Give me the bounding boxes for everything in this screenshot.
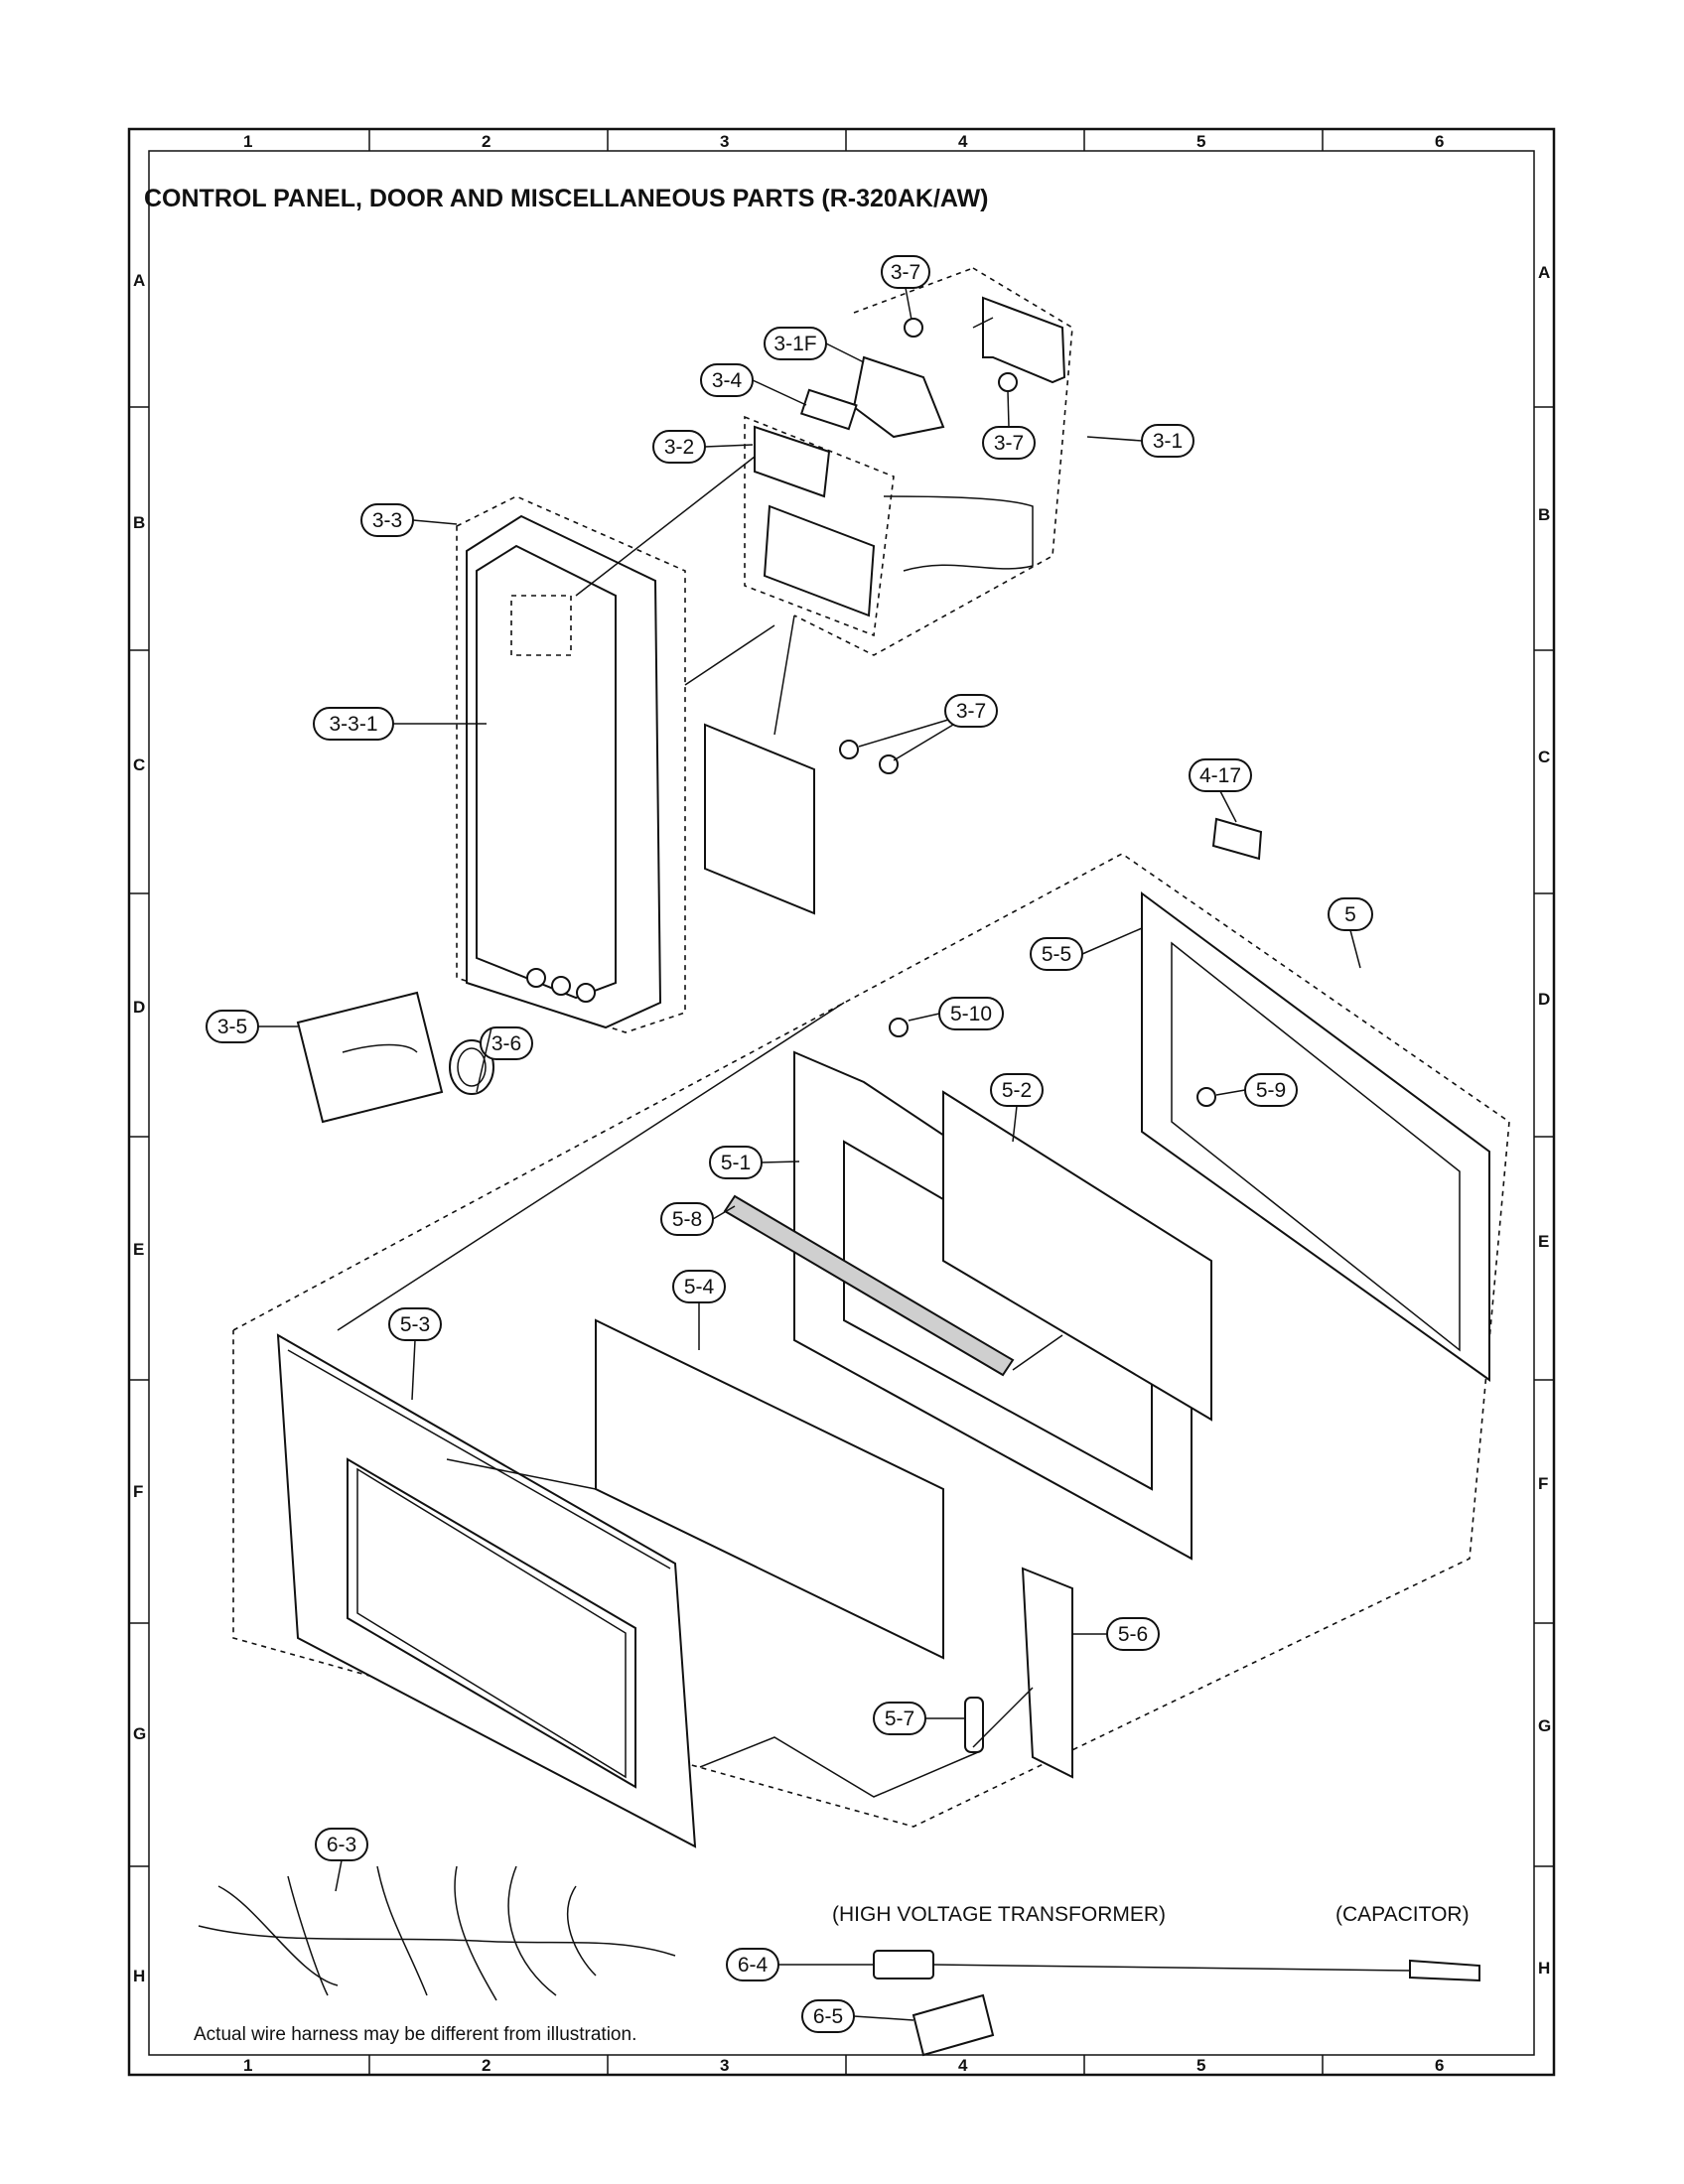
callout-5-9: 5-9	[1215, 1073, 1298, 1107]
callout-5-1: 5-1	[709, 1146, 800, 1179]
svg-text:5-8: 5-8	[672, 1208, 702, 1231]
grid-row-left: F	[133, 1482, 143, 1501]
callout-3-7-b: 3-7	[982, 390, 1036, 460]
callout-3-7-a: 3-7	[881, 255, 930, 321]
svg-text:3-4: 3-4	[712, 369, 743, 392]
svg-text:5-3: 5-3	[400, 1313, 430, 1336]
callout-6-5: 6-5	[801, 1999, 914, 2033]
callout-6-3: 6-3	[315, 1828, 368, 1892]
callout-3-2: 3-2	[652, 430, 754, 464]
callout-3-1: 3-1	[1086, 424, 1194, 458]
callout-3-7-c: 3-7	[858, 694, 998, 761]
drawing-frame: 1 2 3 4 5 6 1 2 3 4 5 6 A B C D E F G H …	[127, 127, 1556, 2077]
callout-3-6: 3-6	[476, 1026, 533, 1093]
grid-col-top: 3	[720, 132, 729, 151]
grid-row-right: F	[1538, 1474, 1548, 1493]
callout-6-4: 6-4	[726, 1948, 859, 1981]
callout-3-1f: 3-1F	[764, 327, 865, 363]
grid-row-left: C	[133, 755, 145, 774]
door-assembly	[232, 817, 1510, 1848]
callout-5: 5	[1328, 897, 1373, 969]
svg-text:3-6: 3-6	[491, 1032, 521, 1055]
grid-row-left: E	[133, 1240, 144, 1259]
svg-text:3-5: 3-5	[217, 1016, 247, 1038]
svg-text:5-7: 5-7	[885, 1707, 914, 1730]
grid-row-right: E	[1538, 1232, 1549, 1251]
callout-3-5: 3-5	[206, 1010, 298, 1043]
grid-col-bottom: 6	[1435, 2056, 1444, 2075]
grid-row-left: H	[133, 1967, 145, 1985]
callout-5-7: 5-7	[873, 1702, 965, 1735]
svg-text:3-7: 3-7	[956, 700, 986, 723]
grid-col-bottom: 2	[482, 2056, 491, 2075]
grid-col-top: 6	[1435, 132, 1444, 151]
svg-text:3-1: 3-1	[1153, 430, 1183, 453]
svg-text:5-6: 5-6	[1118, 1623, 1148, 1646]
callout-3-3: 3-3	[360, 503, 458, 537]
svg-text:5-2: 5-2	[1002, 1079, 1032, 1102]
control-panel-assembly	[296, 267, 1073, 1124]
svg-text:3-7: 3-7	[891, 261, 920, 284]
svg-text:3-3-1: 3-3-1	[329, 713, 377, 736]
grid-row-right: H	[1538, 1959, 1550, 1978]
grid-row-right: C	[1538, 748, 1550, 766]
grid-row-right: B	[1538, 505, 1550, 524]
svg-text:6-4: 6-4	[738, 1954, 769, 1977]
label-high-voltage-transformer: (HIGH VOLTAGE TRANSFORMER)	[832, 1903, 1166, 1926]
grid-col-bottom: 4	[958, 2056, 968, 2075]
svg-text:5-1: 5-1	[721, 1152, 751, 1174]
svg-text:3-2: 3-2	[664, 436, 694, 459]
svg-text:5: 5	[1344, 903, 1356, 926]
grid-col-bottom: 3	[720, 2056, 729, 2075]
label-capacitor: (CAPACITOR)	[1335, 1903, 1470, 1926]
grid-row-left: A	[133, 271, 145, 290]
callout-5-8: 5-8	[660, 1202, 736, 1236]
callout-5-3: 5-3	[388, 1307, 442, 1401]
svg-text:3-1F: 3-1F	[773, 333, 816, 355]
callouts: 3-7 3-1F 3-4 3-7 3-1 3-2	[206, 255, 1373, 2033]
svg-text:3-3: 3-3	[372, 509, 402, 532]
grid-col-top: 4	[958, 132, 968, 151]
callout-5-4: 5-4	[672, 1270, 726, 1350]
grid-col-top: 1	[243, 132, 252, 151]
svg-text:6-5: 6-5	[813, 2005, 843, 2028]
grid-col-top: 5	[1196, 132, 1205, 151]
grid-row-right: D	[1538, 990, 1550, 1009]
callout-3-4: 3-4	[700, 363, 807, 406]
grid-row-left: B	[133, 513, 145, 532]
grid-row-left: G	[133, 1724, 146, 1743]
svg-text:5-5: 5-5	[1042, 943, 1071, 966]
svg-text:6-3: 6-3	[327, 1834, 356, 1856]
grid-col-top: 2	[482, 132, 491, 151]
misc-parts	[198, 1865, 1480, 2057]
grid-row-left: D	[133, 998, 145, 1017]
svg-text:3-7: 3-7	[994, 432, 1024, 455]
callout-4-17: 4-17	[1189, 758, 1252, 823]
grid-col-bottom: 1	[243, 2056, 252, 2075]
callout-5-6: 5-6	[1072, 1617, 1160, 1651]
page-title: CONTROL PANEL, DOOR AND MISCELLANEOUS PA…	[144, 185, 989, 212]
callout-5-5: 5-5	[1030, 927, 1143, 971]
callout-3-3-1: 3-3-1	[313, 707, 487, 741]
svg-text:5-10: 5-10	[950, 1003, 992, 1025]
svg-text:5-9: 5-9	[1256, 1079, 1286, 1102]
callout-5-10: 5-10	[908, 997, 1004, 1030]
svg-text:4-17: 4-17	[1199, 764, 1241, 787]
wire-harness-note: Actual wire harness may be different fro…	[194, 2024, 636, 2045]
grid-col-bottom: 5	[1196, 2056, 1205, 2075]
grid-row-right: A	[1538, 263, 1550, 282]
svg-text:5-4: 5-4	[684, 1276, 715, 1298]
callout-5-2: 5-2	[990, 1073, 1044, 1143]
grid-row-right: G	[1538, 1716, 1551, 1735]
